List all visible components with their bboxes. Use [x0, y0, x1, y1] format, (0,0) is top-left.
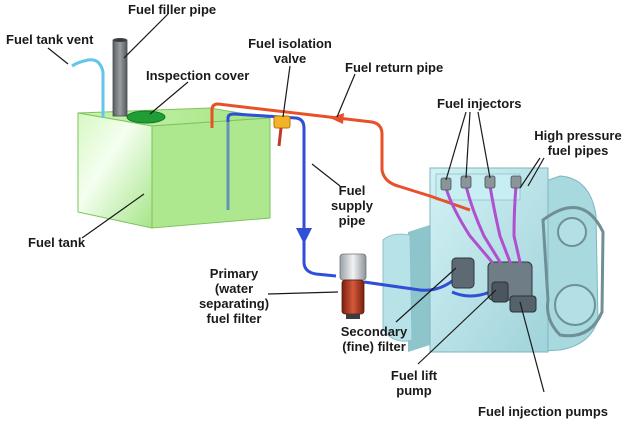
- high-pressure-fuel-pipes: [444, 184, 522, 264]
- label-fuel-supply-pipe-line2: supply: [331, 198, 374, 213]
- label-fuel-lift-pump-line2: pump: [396, 383, 431, 398]
- label-high-pressure-line1: High pressure: [534, 128, 621, 143]
- leader-fuel-return-pipe: [336, 73, 356, 118]
- isolation-valve-handle: [277, 127, 283, 147]
- label-primary-filter-line2: (water: [215, 281, 253, 296]
- leader-injector-1: [445, 111, 467, 181]
- label-fuel-isolation-valve-line1: Fuel isolation: [248, 36, 332, 51]
- fuel-injector-4: [510, 175, 522, 189]
- hp-pipe-4: [512, 184, 522, 264]
- leader-primary-filter: [267, 291, 339, 295]
- label-secondary-filter-line1: Secondary: [341, 324, 408, 339]
- leader-fuel-lift-pump: [417, 289, 497, 365]
- fuel-injection-pump-lower: [509, 295, 537, 313]
- label-primary-filter-line4: fuel filter: [207, 311, 262, 326]
- label-secondary-filter-line2: (fine) filter: [342, 339, 406, 354]
- engine-pulley-top: [557, 217, 587, 247]
- label-fuel-injectors: Fuel injectors: [437, 96, 522, 111]
- leader-fuel-supply-pipe: [311, 163, 341, 187]
- fuel-tank-vent-pipe: [71, 58, 105, 118]
- hp-pipe-3: [488, 184, 512, 264]
- fuel-supply-pipe: [226, 112, 337, 278]
- fuel-tank-front: [77, 112, 153, 229]
- hp-pipe-1: [444, 186, 494, 264]
- fuel-filler-pipe-cap: [113, 38, 127, 42]
- label-fuel-supply-pipe-line1: Fuel: [339, 183, 366, 198]
- leader-fuel-tank: [81, 193, 145, 239]
- label-primary-filter-line1: Primary: [210, 266, 259, 281]
- label-fuel-injection-pumps: Fuel injection pumps: [478, 404, 608, 419]
- leader-inspection-cover: [149, 81, 189, 115]
- primary-filter-bowl: [341, 279, 365, 315]
- fuel-tank: [77, 107, 271, 229]
- engine-belt: [541, 206, 605, 338]
- leader-injector-3: [477, 111, 491, 179]
- return-flow-arrow: [330, 113, 344, 124]
- primary-fuel-filter: [339, 253, 367, 319]
- leader-fuel-isolation-valve: [282, 65, 291, 118]
- label-fuel-tank: Fuel tank: [28, 235, 86, 250]
- injection-pump-assembly: [451, 257, 537, 313]
- fuel-lift-pump: [491, 281, 509, 303]
- label-fuel-lift-pump-line1: Fuel lift: [391, 368, 438, 383]
- label-fuel-return-pipe: Fuel return pipe: [345, 60, 443, 75]
- labels: Fuel tank vent Fuel filler pipe Inspecti…: [6, 2, 622, 419]
- fuel-return-pipe: [210, 102, 471, 212]
- label-fuel-tank-vent: Fuel tank vent: [6, 32, 94, 47]
- fuel-filler-pipe: [112, 39, 128, 117]
- leader-fuel-tank-vent: [47, 47, 69, 65]
- engine-head: [435, 173, 521, 201]
- leader-fuel-injection-pumps: [519, 301, 545, 393]
- fuel-isolation-valve: [273, 115, 291, 129]
- supply-flow-arrow: [296, 228, 312, 244]
- engine-pulley-bottom: [554, 284, 596, 326]
- label-primary-filter-line3: separating): [199, 296, 269, 311]
- label-inspection-cover: Inspection cover: [146, 68, 249, 83]
- label-fuel-isolation-valve-line2: valve: [274, 51, 307, 66]
- inspection-cover: [126, 110, 166, 124]
- primary-filter-head: [339, 253, 367, 281]
- fuel-tank-side: [151, 117, 271, 229]
- leader-high-pressure-pipes-a: [519, 157, 541, 189]
- primary-filter-drain: [346, 314, 360, 319]
- leader-high-pressure-pipes-b: [527, 157, 545, 187]
- label-fuel-filler-pipe: Fuel filler pipe: [128, 2, 216, 17]
- label-high-pressure-line2: fuel pipes: [548, 143, 609, 158]
- fuel-injectors: [440, 175, 522, 191]
- leader-injector-2: [465, 111, 471, 179]
- secondary-filter: [451, 257, 475, 289]
- leader-fuel-filler-pipe: [123, 13, 169, 59]
- hp-pipe-2: [464, 184, 502, 264]
- leader-lines: [47, 13, 545, 393]
- leader-secondary-filter: [395, 267, 457, 323]
- label-fuel-supply-pipe-line3: pipe: [339, 213, 366, 228]
